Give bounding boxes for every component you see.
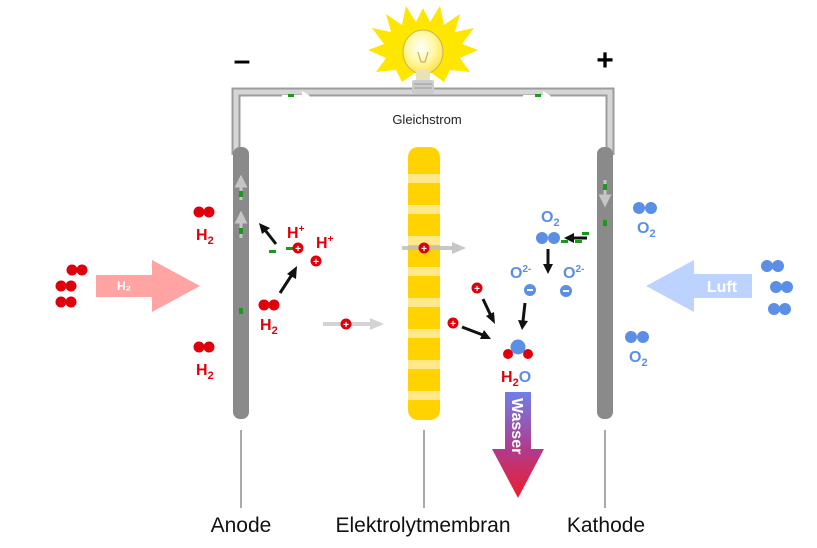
cathode-label: Kathode [567,514,645,537]
h-plus-ion-1: + H+ [287,224,305,255]
o2-molecules-incoming [761,260,793,315]
electrolyte-membrane [408,147,440,420]
cathode-electrode [597,147,613,419]
anode-reaction-arrows [259,223,297,294]
svg-text:O2: O2 [637,220,656,240]
proton-crossing-membrane: + [402,242,466,255]
svg-text:H2: H2 [196,362,214,382]
proton-transit-arrow: + [323,318,384,331]
svg-text:H2: H2 [196,227,214,247]
minus-sign: – [234,44,251,77]
svg-text:O2-: O2- [563,264,584,282]
svg-text:+: + [295,244,301,255]
svg-text:+: + [474,284,480,295]
luft-input-arrow: Luft [646,260,752,312]
h2-input-arrow: H₂ [96,260,200,312]
svg-text:+: + [313,257,319,268]
svg-text:H2: H2 [260,317,278,337]
proton-cathode-1: + [471,282,483,295]
wire-electron-right [523,91,551,101]
h2-molecule-reacting: H2 [258,299,280,337]
oxide-ion-1: O2- [510,264,536,296]
water-molecule: H2O [501,339,533,389]
membrane-label: Elektrolytmembran [335,514,510,537]
svg-text:O2-: O2- [510,264,531,282]
o2-molecule-right-top: O2 [633,202,657,240]
electron-cathode-2 [575,240,582,243]
svg-text:O2: O2 [629,349,648,369]
h2-molecule-anode-top: H2 [193,206,215,247]
luft-arrow-label: Luft [707,279,738,296]
electron-cathode-1 [561,240,568,243]
h-plus-ion-2: + H+ [310,234,334,268]
svg-text:H+: H+ [287,224,305,242]
wire-electron-left [282,91,310,101]
o2-molecule-cathode: O2 [536,209,560,244]
svg-text:H+: H+ [316,234,334,252]
svg-text:+: + [450,319,456,330]
oxide-ion-2: O2- [560,264,584,297]
h2-molecule-anode-bottom: H2 [193,341,215,382]
svg-text:+: + [343,320,349,331]
h2-arrow-label: H₂ [117,279,131,293]
plus-sign: + [596,44,614,77]
o2-molecule-right-bottom: O2 [625,331,649,369]
proton-cathode-2: + [447,317,459,330]
electron-anode-2 [286,247,293,250]
wasser-arrow-label: Wasser [508,398,525,454]
svg-text:H2O: H2O [501,369,531,389]
electron-anode-1 [269,250,276,253]
wasser-output-arrow: Wasser [492,392,544,498]
current-label: Gleichstrom [392,112,461,127]
electron-cathode-3 [582,232,589,235]
svg-text:+: + [421,244,427,255]
h2-molecules-incoming [55,264,88,308]
anode-electrode [233,147,249,419]
cathode-reaction-arrows [461,233,587,339]
light-bulb-icon [368,6,478,94]
svg-text:O2: O2 [541,209,560,229]
anode-label: Anode [211,514,272,537]
